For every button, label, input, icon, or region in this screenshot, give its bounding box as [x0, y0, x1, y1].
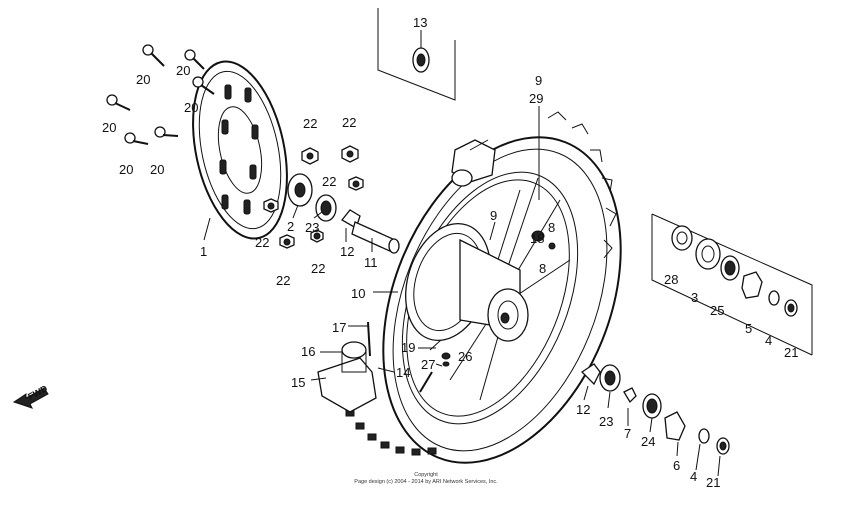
leader-lines: [203, 106, 721, 477]
callout-13: 13: [413, 15, 427, 30]
callout-22-a: 22: [303, 116, 317, 131]
callout-23-right: 23: [599, 414, 613, 429]
inset-frame-13: [377, 8, 456, 101]
callouts: 13 9 29 9 18 8 8 10 11 12 12 2 23 23 22 …: [102, 15, 798, 490]
callout-25: 25: [710, 303, 724, 318]
callout-6: 6: [673, 458, 680, 473]
copyright-line-1: Copyright: [414, 472, 438, 478]
callout-17: 17: [332, 320, 346, 335]
callout-9: 9: [490, 208, 497, 223]
damper-holder: [287, 173, 313, 207]
rim-band: [531, 230, 556, 250]
right-side-parts: [671, 225, 798, 317]
callout-20-b: 20: [176, 63, 190, 78]
copyright-line-2: Page design (c) 2004 - 2014 by ARI Netwo…: [354, 479, 498, 485]
callout-16: 16: [301, 344, 315, 359]
callout-21-bottom: 21: [706, 475, 720, 490]
callout-22-f: 22: [276, 273, 290, 288]
callout-10: 10: [351, 286, 365, 301]
callout-18: 18: [530, 231, 544, 246]
callout-23-left: 23: [305, 220, 319, 235]
callout-20-a: 20: [136, 72, 150, 87]
axle-spacer: [351, 221, 400, 254]
nuts: [263, 145, 364, 249]
sprocket: [192, 60, 288, 240]
callout-8-bottom: 8: [539, 261, 546, 276]
callout-7: 7: [624, 426, 631, 441]
callout-5: 5: [745, 321, 752, 336]
lower-right-parts: [580, 363, 730, 455]
tire-valve: [419, 352, 451, 393]
callout-12-right: 12: [576, 402, 590, 417]
callout-22-d: 22: [255, 235, 269, 250]
copyright: Copyright Page design (c) 2004 - 2014 by…: [354, 472, 498, 485]
callout-28: 28: [664, 272, 678, 287]
callout-11: 11: [364, 255, 378, 270]
sprocket-bolts: [106, 44, 215, 145]
callout-20-f: 20: [150, 162, 164, 177]
callout-19: 19: [401, 340, 415, 355]
callout-29: 29: [529, 91, 543, 106]
callout-22-e: 22: [311, 261, 325, 276]
callout-12-left: 12: [340, 244, 354, 259]
callout-4-bottom: 4: [690, 469, 697, 484]
callout-4-right: 4: [765, 333, 772, 348]
callout-21-right: 21: [784, 345, 798, 360]
callout-22-c: 22: [322, 174, 336, 189]
brake-panel: [451, 139, 496, 187]
brake-arm: [317, 321, 377, 413]
callout-14: 14: [396, 365, 410, 380]
callout-15: 15: [291, 375, 305, 390]
callout-20-c: 20: [184, 100, 198, 115]
callout-2: 2: [287, 219, 294, 234]
callout-24: 24: [641, 434, 655, 449]
callout-9-top: 9: [535, 73, 542, 88]
callout-8-top: 8: [548, 220, 555, 235]
callout-27: 27: [421, 357, 435, 372]
callout-26: 26: [458, 349, 472, 364]
callout-3: 3: [691, 290, 698, 305]
callout-20-d: 20: [102, 120, 116, 135]
callout-20-e: 20: [119, 162, 133, 177]
bearing-left: [315, 194, 337, 222]
inset-frame-right: [651, 213, 813, 356]
fwd-arrow: FWD: [12, 383, 49, 409]
callout-22-b: 22: [342, 115, 356, 130]
callout-1: 1: [200, 244, 207, 259]
hub: [405, 222, 529, 342]
